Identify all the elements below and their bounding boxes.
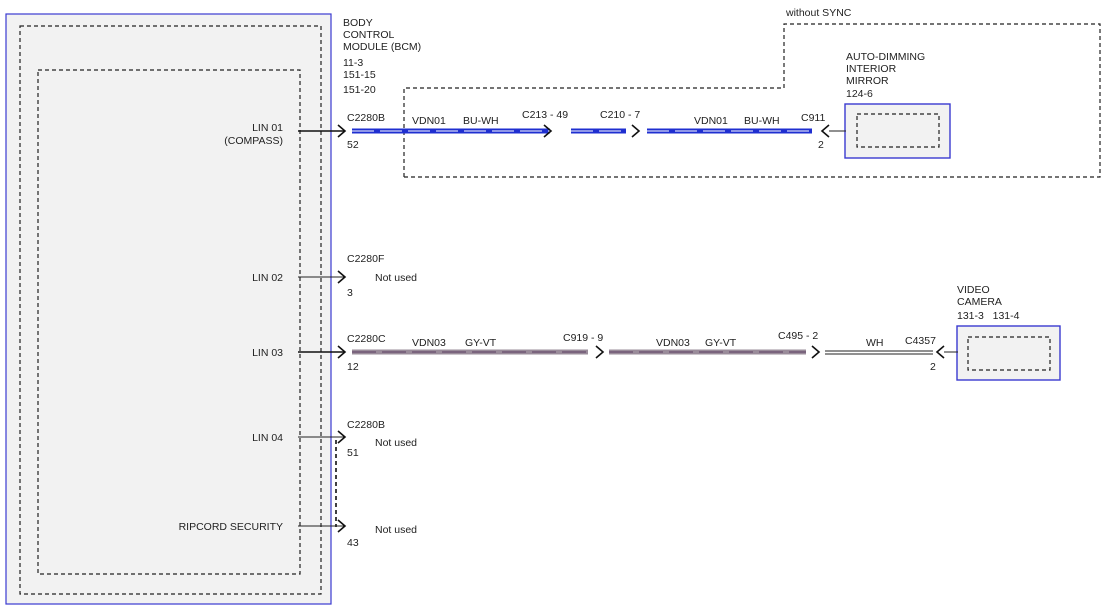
c919-arrow (595, 345, 605, 359)
c210-label: C210 - 7 (600, 109, 640, 121)
lin03-wire-color: GY-VT (465, 337, 497, 349)
without-sync-label: without SYNC (785, 7, 852, 19)
lin01-circuit-id: VDN01 (412, 115, 446, 127)
lin03-circuit-id: VDN03 (412, 337, 446, 349)
ripcord-circuit: RIPCORD SECURITY Not used 43 (179, 519, 417, 549)
mirror-ref: 124-6 (846, 88, 873, 100)
lin04-pin: 51 (347, 447, 359, 459)
bcm-title-line3: MODULE (BCM) (343, 41, 421, 53)
c911-label: C911 (801, 112, 825, 124)
mirror-title-line2: INTERIOR (846, 63, 897, 75)
camera-title-line2: CAMERA (957, 296, 1002, 308)
lin01-circuit-id-2: VDN01 (694, 115, 728, 127)
lin02-arrow (337, 270, 347, 284)
lin03-arrow (337, 345, 347, 359)
without-sync-outline (403, 23, 1101, 178)
wh-wire-color: WH (866, 337, 884, 349)
bcm-title-line1: BODY (343, 17, 373, 29)
lin02-label: LIN 02 (252, 272, 283, 284)
bcm-ref-2: 151-15 (343, 69, 376, 81)
c213-label: C213 - 49 (522, 109, 568, 121)
mirror-title-line3: MIRROR (846, 75, 889, 87)
c919-label: C919 - 9 (563, 332, 603, 344)
bcm-ref-1: 11-3 (343, 57, 363, 69)
mirror-title-line1: AUTO-DIMMING (846, 51, 925, 63)
ripcord-arrow (337, 519, 347, 533)
lin04-circuit: LIN 04 C2280B Not used 51 (252, 419, 417, 459)
lin03-connector: C2280C (347, 333, 386, 345)
camera-title-line1: VIDEO (957, 284, 990, 296)
ripcord-pin: 43 (347, 537, 359, 549)
lin01-connector: C2280B (347, 112, 385, 124)
camera-refs: 131-3 131-4 (957, 310, 1020, 322)
lin02-status: Not used (375, 272, 417, 284)
auto-dimming-mirror: AUTO-DIMMING INTERIOR MIRROR 124-6 (844, 51, 951, 159)
lin02-connector: C2280F (347, 253, 384, 265)
lin03-circuit-id-2: VDN03 (656, 337, 690, 349)
lin02-circuit: LIN 02 C2280F Not used 3 (252, 253, 417, 299)
c495-label: C495 - 2 (778, 330, 818, 342)
lin01-label-line1: LIN 01 (252, 122, 283, 134)
c911-arrow (820, 124, 830, 138)
bcm-ref-3: 151-20 (343, 84, 376, 96)
bcm-outline (5, 13, 332, 605)
without-sync-region: without SYNC (403, 7, 1101, 178)
ripcord-status: Not used (375, 524, 417, 536)
lin01-wire-color: BU-WH (463, 115, 499, 127)
lin02-pin: 3 (347, 287, 353, 299)
mirror-dashed-inner (856, 113, 940, 148)
c4357-arrow (935, 345, 945, 359)
lin01-arrow (337, 124, 347, 138)
bcm-title-line2: CONTROL (343, 29, 394, 41)
lin03-wire-color-2: GY-VT (705, 337, 737, 349)
c495-arrow (811, 345, 821, 359)
c213-arrow (543, 124, 553, 138)
c4357-pin: 2 (930, 361, 936, 373)
lin03-label: LIN 03 (252, 347, 283, 359)
video-camera: VIDEO CAMERA 131-3 131-4 (956, 284, 1061, 381)
lin03-circuit: LIN 03 C2280C 12 VDN03 GY-VT C919 - 9 VD… (252, 330, 958, 373)
bcm-module: BODY CONTROL MODULE (BCM) 11-3 151-15 15… (5, 13, 421, 605)
c4357-label: C4357 (905, 335, 936, 347)
camera-dashed-inner (967, 336, 1051, 371)
bcm-dashed-inner (37, 69, 301, 575)
lin04-label: LIN 04 (252, 432, 283, 444)
mirror-outline (844, 103, 951, 159)
lin01-wire-color-2: BU-WH (744, 115, 780, 127)
c210-arrow (631, 124, 641, 138)
bcm-dashed-outer (19, 25, 322, 595)
lin04-status: Not used (375, 437, 417, 449)
lin01-label-line2: (COMPASS) (224, 135, 283, 147)
lin04-arrow (337, 430, 347, 444)
lin01-circuit: LIN 01 (COMPASS) C2280B 52 VDN01 BU-WH C… (224, 109, 846, 151)
c911-pin: 2 (818, 139, 824, 151)
lin03-pin: 12 (347, 361, 359, 373)
lin01-pin: 52 (347, 139, 359, 151)
lin04-connector: C2280B (347, 419, 385, 431)
ripcord-label: RIPCORD SECURITY (179, 521, 283, 533)
camera-outline (956, 325, 1061, 381)
